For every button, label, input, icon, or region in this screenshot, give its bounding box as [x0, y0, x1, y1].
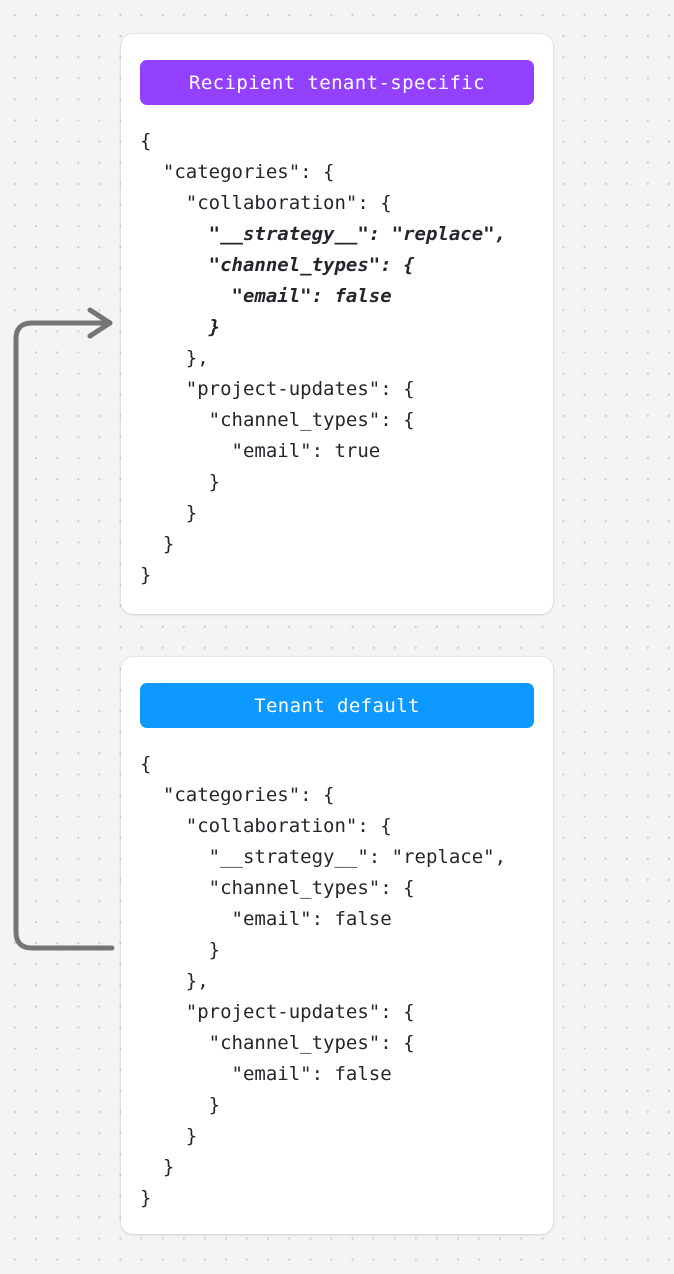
- code-line: "__strategy__": "replace",: [140, 223, 507, 245]
- code-line: {: [140, 753, 152, 775]
- code-line: "categories": {: [140, 784, 335, 806]
- code-line: "project-updates": {: [140, 378, 415, 400]
- code-line: "project-updates": {: [140, 1001, 415, 1023]
- code-line: },: [140, 347, 209, 369]
- arrow-path: [13, 320, 115, 951]
- code-line: }: [140, 471, 221, 493]
- code-line: }: [140, 564, 152, 586]
- code-line: "collaboration": {: [140, 192, 392, 214]
- code-line: "categories": {: [140, 161, 335, 183]
- code-line: "email": false: [140, 908, 392, 930]
- code-line: "email": false: [140, 1063, 392, 1085]
- json-code-block-recipient: { "categories": { "collaboration": { "__…: [140, 126, 534, 591]
- code-line: }: [140, 502, 198, 524]
- code-line: "channel_types": {: [140, 254, 415, 276]
- code-line: }: [140, 1187, 152, 1209]
- card-header-recipient-tenant-specific: Recipient tenant-specific: [140, 60, 534, 105]
- code-line: }: [140, 939, 221, 961]
- card-header-tenant-default: Tenant default: [140, 683, 534, 728]
- code-line: }: [140, 1094, 221, 1116]
- code-line: {: [140, 130, 152, 152]
- code-line: },: [140, 970, 209, 992]
- code-line: }: [140, 1125, 198, 1147]
- arrow-head-icon: [87, 307, 113, 339]
- code-line: }: [140, 316, 221, 338]
- code-line: "email": true: [140, 440, 381, 462]
- code-line: "collaboration": {: [140, 815, 392, 837]
- code-line: "channel_types": {: [140, 1032, 415, 1054]
- card-recipient-tenant-specific: Recipient tenant-specific { "categories"…: [121, 34, 553, 614]
- code-line: "__strategy__": "replace",: [140, 846, 507, 868]
- code-line: }: [140, 1156, 175, 1178]
- override-flow-arrow: [13, 307, 115, 951]
- code-line: "channel_types": {: [140, 409, 415, 431]
- code-line: "email": false: [140, 285, 392, 307]
- card-tenant-default: Tenant default { "categories": { "collab…: [121, 657, 553, 1234]
- code-line: }: [140, 533, 175, 555]
- json-code-block-tenant-default: { "categories": { "collaboration": { "__…: [140, 749, 534, 1214]
- code-line: "channel_types": {: [140, 877, 415, 899]
